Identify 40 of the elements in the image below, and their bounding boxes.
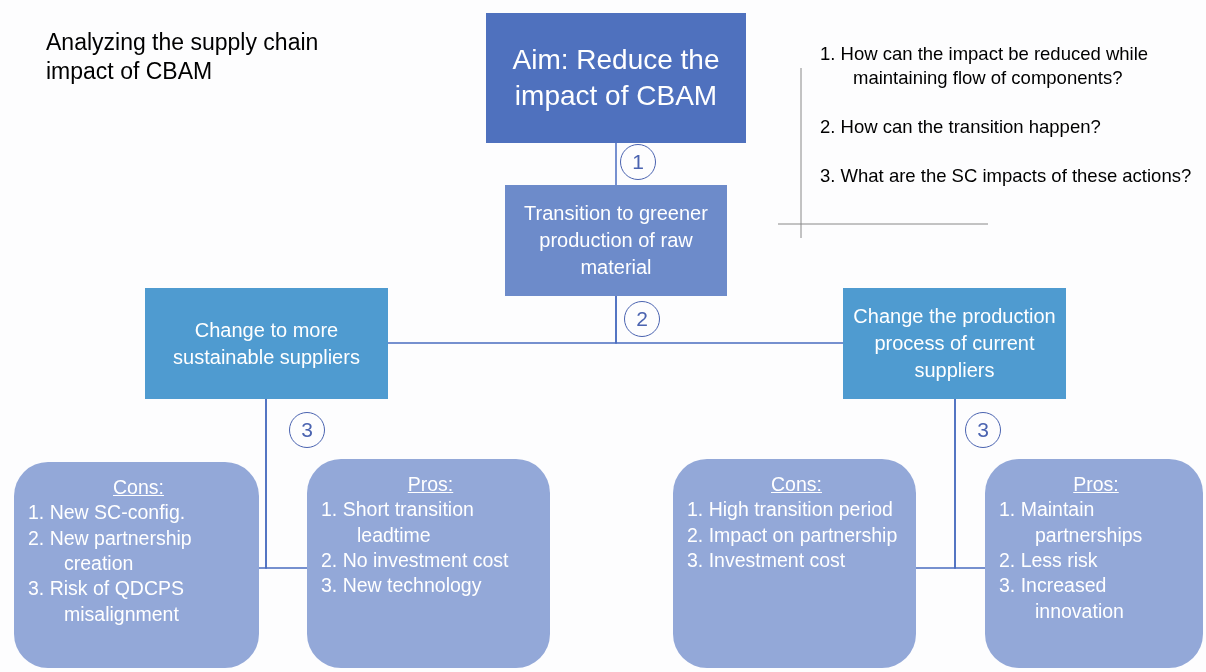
connector-line — [954, 398, 986, 569]
connector-line — [615, 142, 617, 186]
diagram-title: Analyzing the supply chain impact of CBAM — [46, 28, 320, 86]
card-heading: Pros: — [406, 472, 455, 497]
list-item: 3. Risk of QDCPS misalignment — [28, 576, 186, 627]
box-label: Change the production process of current suppliers — [853, 304, 1056, 383]
process-box — [145, 288, 388, 399]
box-label: Change to more sustainable suppliers — [172, 317, 361, 370]
connector-line — [615, 295, 844, 344]
box-label: Transition to greener production of raw material — [523, 201, 709, 280]
question-text: 2. How can the transition happen? — [820, 115, 1102, 139]
card-heading: Pros: — [1072, 472, 1120, 497]
connector-line — [265, 398, 308, 569]
pros-cons-card — [985, 459, 1203, 668]
step-number: 3 — [965, 412, 1001, 448]
card-heading: Cons: — [770, 472, 823, 497]
pros-cons-card — [307, 459, 550, 668]
list-item: 3. Investment cost — [687, 548, 847, 573]
step-number: 3 — [289, 412, 325, 448]
list-item: 2. Impact on partnership — [687, 522, 899, 548]
list-item: 1. Short transition leadtime — [321, 497, 475, 548]
pros-cons-card — [14, 462, 259, 668]
list-item: 1. High transition period — [687, 497, 894, 523]
box-label: Aim: Reduce the impact of CBAM — [511, 42, 721, 113]
process-box — [843, 288, 1066, 399]
process-box — [505, 185, 727, 296]
step-number: 1 — [620, 144, 656, 180]
pros-cons-card — [673, 459, 916, 668]
list-item: 3. Increased innovation — [999, 573, 1125, 624]
list-item: 3. New technology — [321, 573, 483, 599]
question-text: 1. How can the impact be reduced while maintaining flow of components? — [820, 42, 1150, 91]
list-item: 2. New partnership creation — [28, 525, 193, 576]
list-item: 1. New SC-config. — [28, 500, 187, 526]
process-box — [486, 13, 746, 143]
list-item: 2. Less risk — [999, 548, 1099, 573]
question-text: 3. What are the SC impacts of these actions? — [820, 164, 1193, 188]
list-item: 2. No investment cost — [321, 548, 510, 573]
list-item: 1. Maintain partnerships — [999, 497, 1144, 548]
step-number: 2 — [624, 301, 660, 337]
card-heading: Cons: — [112, 475, 165, 500]
